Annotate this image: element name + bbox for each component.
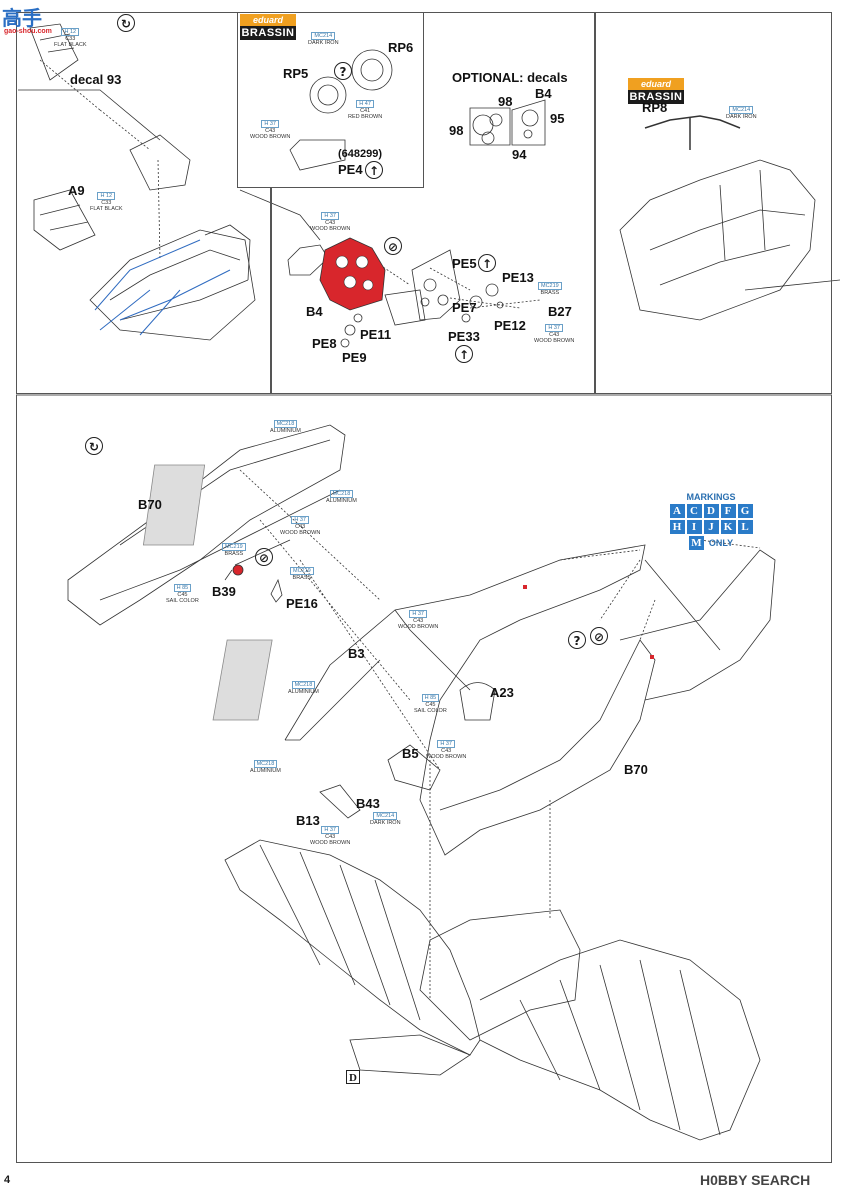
label-pe11: PE11: [360, 327, 392, 342]
label-decal-94: 94: [512, 147, 527, 162]
wheel-panel: [237, 12, 424, 188]
label-decal-98: 98: [498, 94, 513, 109]
cockpit-panel-divider-right: [594, 12, 596, 394]
remove-part-icon: ⊘: [255, 548, 273, 566]
instrument-panel-red-part: [319, 237, 386, 311]
label-b70: B70: [624, 762, 648, 777]
optional-decals-title: OPTIONAL: decals: [452, 70, 568, 85]
flip-step-icon: ↻: [85, 437, 103, 455]
label-set-code: (648299): [338, 148, 383, 160]
label-rp6: RP6: [388, 40, 414, 55]
bend-arrow-icon: ↑: [478, 254, 496, 272]
label-pe5: PE5: [452, 256, 477, 271]
flip-step-icon: ↻: [117, 14, 135, 32]
bend-arrow-icon: ↑: [365, 161, 383, 179]
label-pe16: PE16: [286, 596, 318, 611]
label-pe7: PE7: [452, 300, 477, 315]
label-b4: B4: [535, 86, 552, 101]
label-b5: B5: [402, 746, 419, 761]
label-pe12: PE12: [494, 318, 526, 333]
question-icon: ?: [334, 62, 352, 80]
label-b70: B70: [138, 497, 162, 512]
label-a23: A23: [490, 685, 514, 700]
section-d-marker: D: [346, 1070, 360, 1084]
label-decal-95: 95: [550, 111, 565, 126]
label-pe9: PE9: [342, 350, 367, 365]
label-decal-93: decal 93: [70, 72, 122, 87]
label-pe33: PE33: [448, 329, 480, 344]
site-watermark-top: 高手: [2, 6, 42, 30]
label-decal-98: 98: [449, 123, 464, 138]
label-pe13: PE13: [502, 270, 534, 285]
label-b27: B27: [548, 304, 572, 319]
label-b39: B39: [212, 584, 236, 599]
label-b4: B4: [306, 304, 323, 319]
label-b43: B43: [356, 796, 380, 811]
label-rp8: RP8: [642, 100, 668, 115]
label-a9: A9: [68, 183, 85, 198]
site-watermark-bottom: H0BBY SEARCH: [700, 1172, 811, 1188]
cockpit-panel-divider-left: [270, 188, 272, 394]
bend-arrow-icon: ↑: [455, 345, 473, 363]
label-rp5: RP5: [283, 66, 309, 81]
remove-part-icon: ⊘: [384, 237, 402, 255]
label-b3: B3: [348, 646, 365, 661]
label-pe4: PE4: [338, 162, 363, 177]
step-panel-bottom: [16, 395, 832, 1163]
label-b13: B13: [296, 813, 320, 828]
label-pe8: PE8: [312, 336, 337, 351]
page-number: 4: [4, 1174, 11, 1186]
question-icon: ?: [568, 631, 586, 649]
remove-part-icon: ⊘: [590, 627, 608, 645]
site-watermark-url: gao-shou.com: [4, 28, 52, 35]
step-panel-top: [16, 12, 832, 394]
